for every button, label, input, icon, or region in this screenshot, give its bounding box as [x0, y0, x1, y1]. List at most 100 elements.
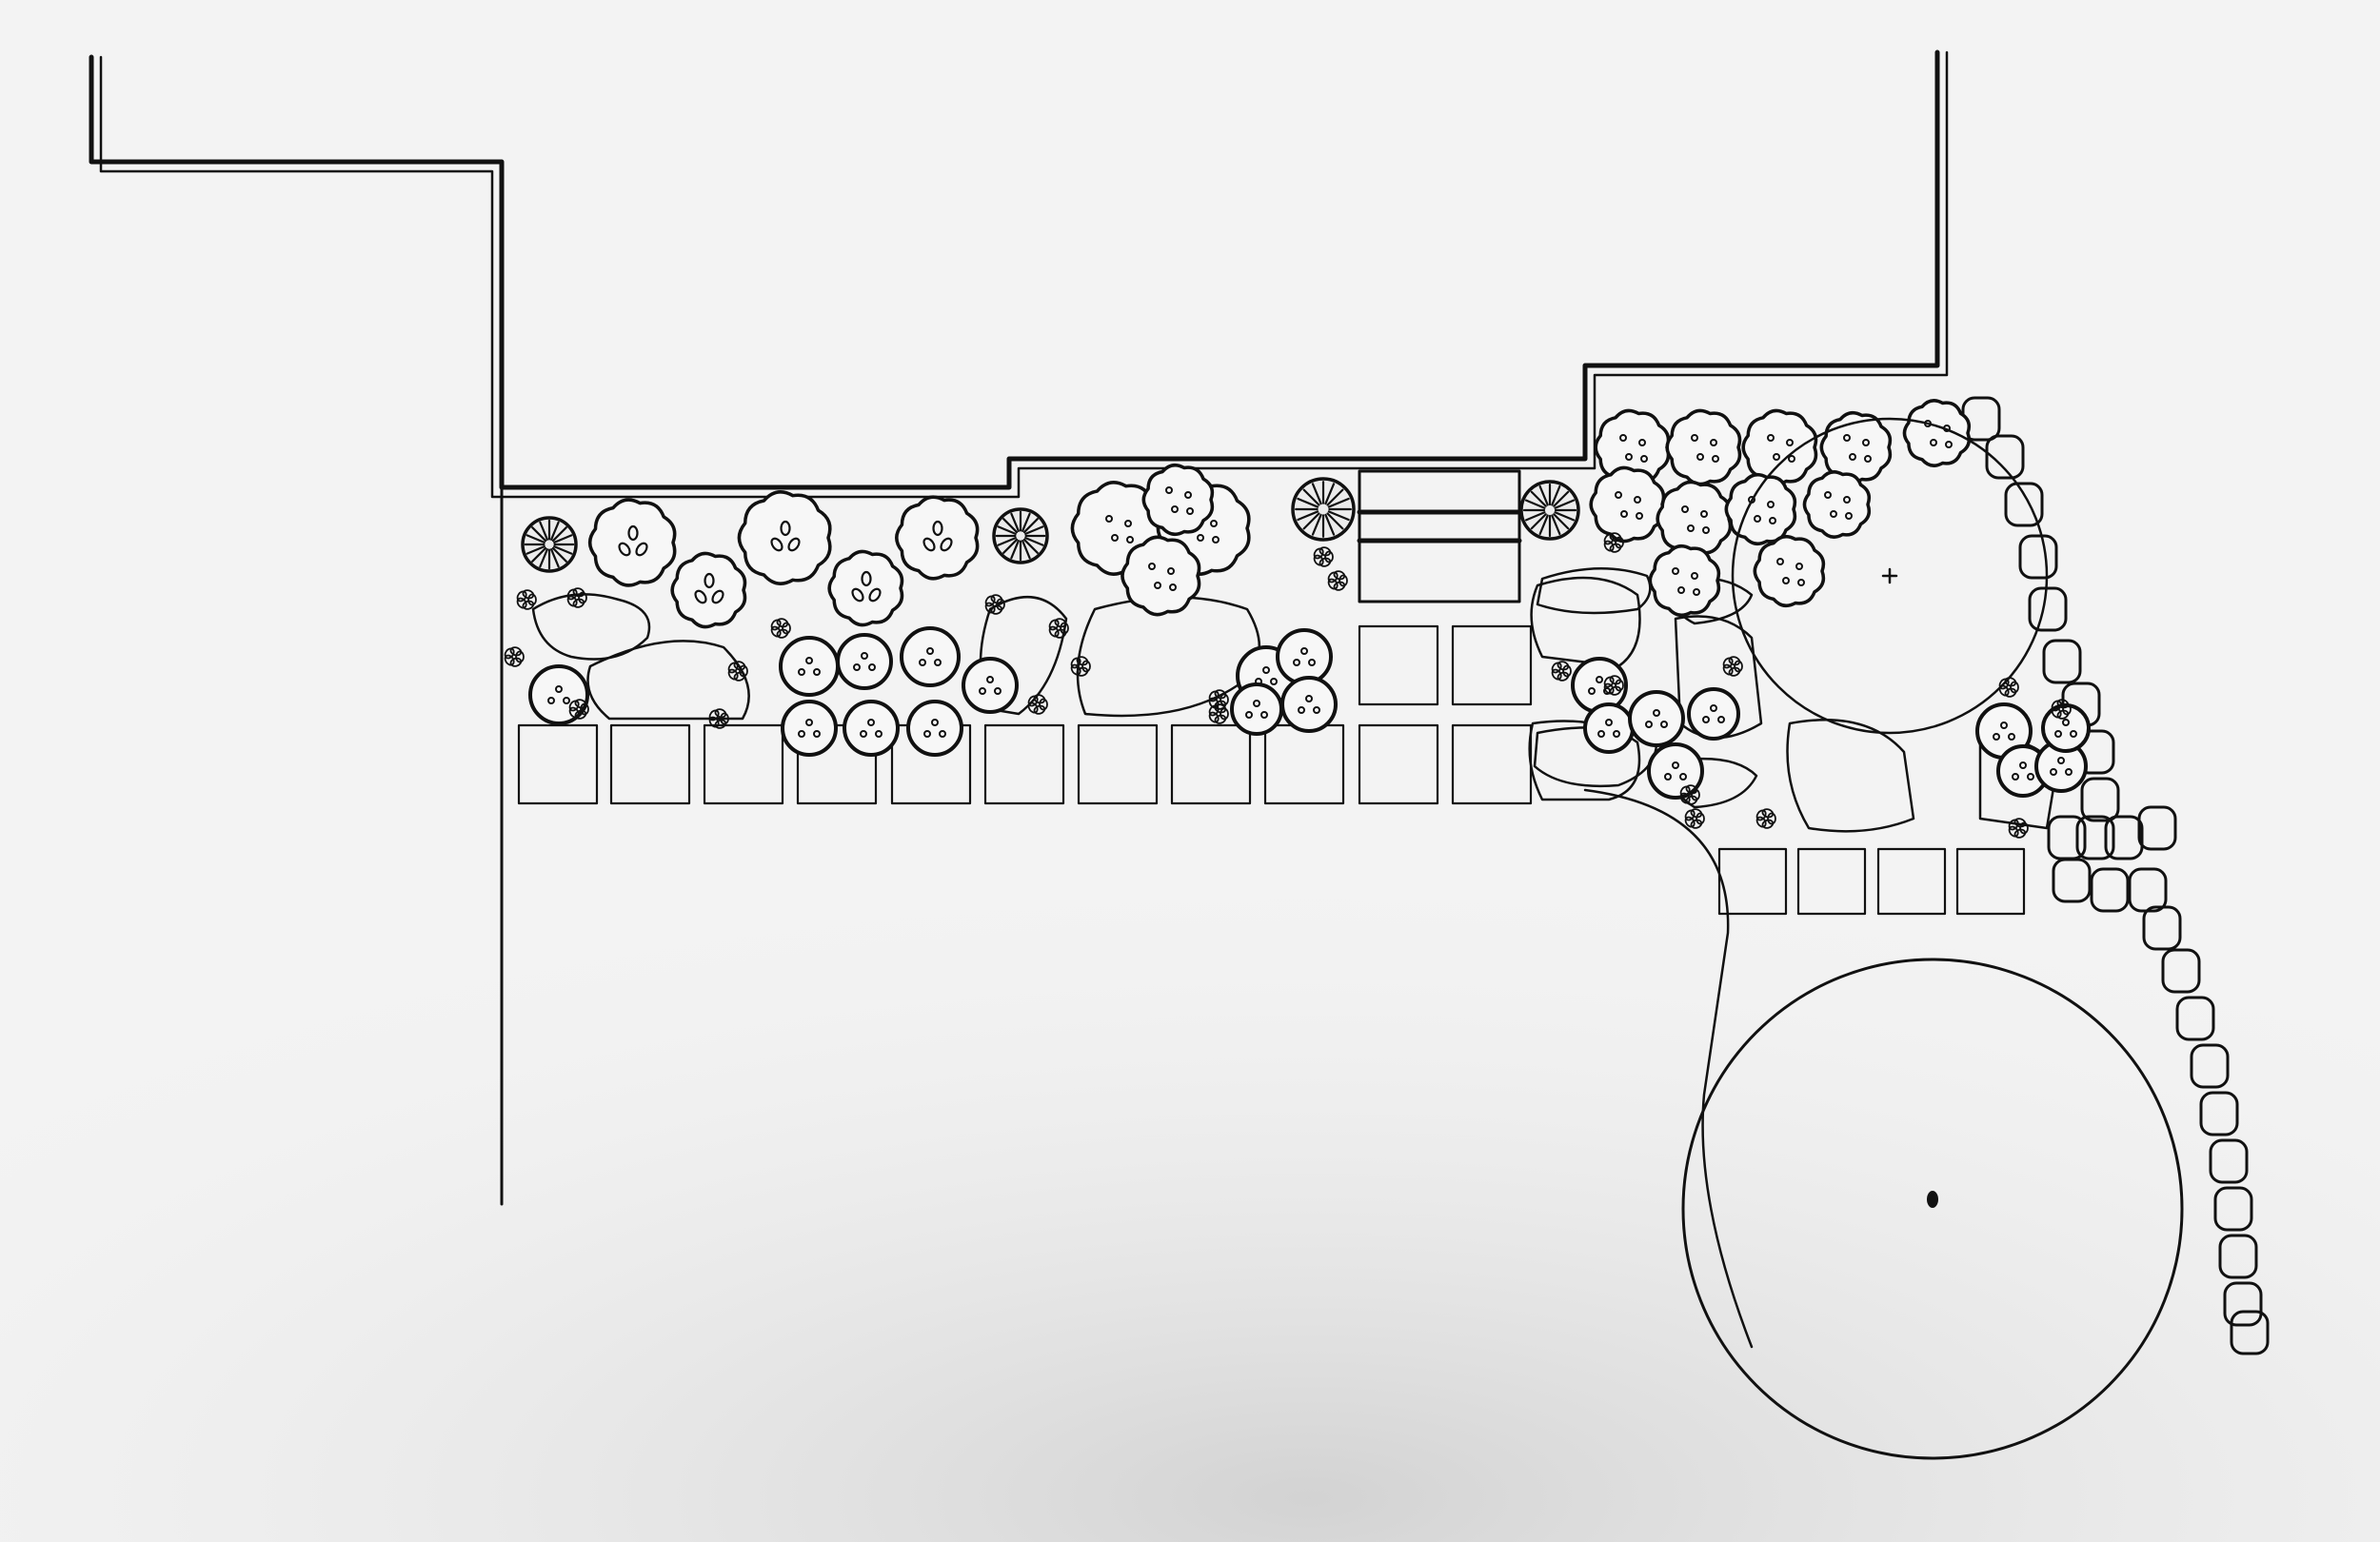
three-leaf-shrub-icon: [737, 490, 832, 585]
small-flower-icon: [1208, 689, 1229, 710]
three-leaf-shrub-icon: [895, 495, 980, 581]
round-shrub-icon: [1819, 410, 1893, 484]
small-flower-icon: [1027, 694, 1048, 715]
round-shrub-icon: [1280, 676, 1338, 733]
small-flower-icon: [1208, 703, 1229, 724]
round-shrub-icon: [1121, 535, 1201, 617]
round-shrub-icon: [1741, 408, 1818, 486]
round-shrub-icon: [1230, 682, 1283, 736]
round-shrub-icon: [1753, 534, 1826, 608]
flagstone-icon: [2042, 639, 2082, 684]
paver-walk: [517, 624, 2026, 916]
small-flower-icon: [770, 618, 791, 639]
paper-shadow: [0, 666, 2380, 1542]
flagstone-icon: [2199, 1091, 2239, 1137]
three-leaf-shrub-icon: [587, 498, 677, 587]
hatched-groundcover-icon: [1530, 576, 1641, 668]
round-shrub-icon: [1902, 399, 1972, 467]
textured-evergreen-icon: [521, 516, 578, 573]
small-flower-icon: [1313, 546, 1334, 567]
small-flower-icon: [1998, 677, 2019, 698]
flagstone-icon: [2175, 996, 2215, 1041]
flagstone-icon: [1536, 566, 1652, 615]
hatched-groundcover-icon: [1786, 719, 1915, 833]
small-flower-icon: [1603, 675, 1624, 696]
square-paver-icon: [1796, 847, 1867, 916]
planting-bed: [504, 399, 2091, 839]
flagstone-icon: [2190, 1043, 2230, 1089]
square-paver-icon: [517, 723, 599, 805]
entry-steps: [1357, 469, 1522, 603]
square-paver-icon: [983, 723, 1065, 805]
flagstone-icon: [2004, 482, 2044, 527]
round-shrub-icon: [1975, 702, 2033, 760]
round-shrub-icon: [779, 636, 840, 697]
round-shrub-icon: [843, 700, 900, 757]
small-flower-icon: [2008, 818, 2029, 839]
round-shrub-icon: [1628, 690, 1685, 747]
square-paver-icon: [1077, 723, 1159, 805]
small-flower-icon: [1048, 618, 1069, 639]
textured-evergreen-icon: [992, 507, 1049, 564]
round-shrub-icon: [781, 700, 838, 757]
flagstone-icon: [2218, 1234, 2258, 1279]
flagstone-icon: [2018, 534, 2058, 580]
hatched-groundcover-icon: [531, 593, 651, 661]
small-flower-icon: [1603, 532, 1624, 553]
flagstone-icon: [2052, 858, 2092, 903]
small-flower-icon: [516, 589, 537, 610]
small-flower-icon: [708, 708, 729, 729]
round-shrub-icon: [1802, 470, 1872, 539]
flagstone-icon: [2209, 1138, 2249, 1184]
round-shrub-icon: [1648, 544, 1721, 618]
house-wall-outline: [89, 49, 1949, 499]
square-paver-icon: [1955, 847, 2026, 916]
tree-canopy-icon: [1681, 958, 2184, 1460]
flagstone-icon: [2028, 586, 2068, 632]
flagstone-icon: [2161, 948, 2201, 994]
round-shrub-icon: [1665, 408, 1742, 486]
round-shrub-icon: [1656, 480, 1733, 558]
textured-evergreen-icon: [1291, 477, 1356, 542]
flagstone-icon: [2075, 815, 2115, 860]
round-shrub-icon: [1276, 628, 1333, 685]
flagstone-icon: [2080, 777, 2120, 822]
small-flower-icon: [1722, 656, 1743, 677]
stone-edging: [1961, 396, 2270, 1355]
flagstone-icon: [2223, 1281, 2263, 1327]
square-paver-icon: [1170, 723, 1252, 805]
square-paver-icon: [703, 723, 784, 805]
square-paver-icon: [1451, 723, 1533, 805]
small-flower-icon: [1551, 661, 1572, 682]
small-flower-icon: [566, 587, 587, 608]
square-paver-icon: [1358, 624, 1439, 706]
small-flower-icon: [1679, 784, 1700, 805]
flagstone-icon: [2142, 905, 2182, 951]
flagstone-icon: [2104, 815, 2144, 860]
round-shrub-icon: [1571, 657, 1628, 714]
flagstone-icon: [2137, 805, 2177, 851]
round-shrub-icon: [2041, 703, 2091, 753]
round-shrub-icon: [1647, 742, 1704, 800]
textured-evergreen-icon: [1519, 480, 1580, 541]
small-flower-icon: [1684, 808, 1705, 829]
flagstone-icon: [1985, 434, 2025, 480]
round-shrub-icon: [1687, 687, 1740, 741]
square-paver-icon: [1876, 847, 1947, 916]
round-shrub-icon: [1141, 463, 1215, 537]
small-flower-icon: [568, 699, 589, 720]
round-shrub-icon: [906, 700, 963, 757]
round-shrub-icon: [836, 633, 893, 690]
small-flower-icon: [504, 646, 525, 667]
flagstone-icon: [2213, 1186, 2253, 1232]
three-leaf-shrub-icon: [827, 549, 904, 627]
square-paver-icon: [1358, 723, 1439, 805]
small-flower-icon: [1755, 808, 1776, 829]
small-flower-icon: [727, 661, 748, 682]
square-paver-icon: [1717, 847, 1788, 916]
square-paver-icon: [609, 723, 691, 805]
round-shrub-icon: [962, 657, 1019, 714]
round-shrub-icon: [1594, 408, 1671, 486]
